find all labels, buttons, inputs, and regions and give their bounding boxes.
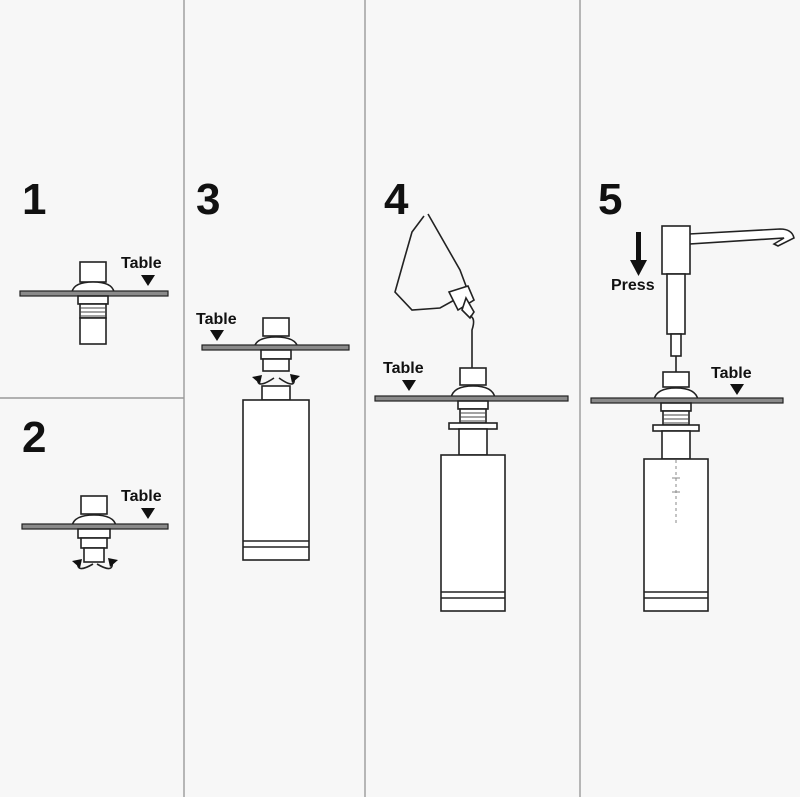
step-1-panel: 1 Table [19,175,169,345]
flange [71,281,115,293]
pointer-triangle-icon [141,508,155,519]
fitting-top [459,367,487,386]
pointer-triangle-icon [210,330,224,341]
pointer-triangle-icon [141,275,155,286]
pointer-triangle-icon [730,384,744,395]
step-1-number: 1 [22,175,46,224]
soap-bottle-icon [643,430,709,612]
step-5-number: 5 [598,175,622,224]
fitting-top [662,371,690,388]
rotate-arrows-icon [252,374,300,385]
step-3-number: 3 [196,175,220,224]
step-4-panel: 4 Table [374,175,569,612]
washer [652,424,700,432]
step-4-number: 4 [384,175,409,224]
step-4-table-label: Table [383,360,424,377]
soap-bottle-icon [440,428,506,612]
refill-bottle [394,213,476,368]
nut [260,349,292,360]
flange [71,514,117,527]
step-5-press-label: Press [611,277,655,294]
nut [77,528,111,539]
step-1-table-label: Table [121,255,162,272]
threaded-shank [262,358,290,372]
flange [450,385,496,399]
lower-tube [79,317,107,345]
nut [77,295,109,305]
washer [448,422,498,430]
down-arrow-icon [630,232,647,276]
fitting-top [79,261,107,283]
fitting-top [262,317,290,337]
step-2-number: 2 [22,413,46,462]
rotate-arrows-icon [72,558,118,570]
pump-head-icon [661,225,795,372]
nut [660,402,692,412]
flange [653,387,699,401]
step-2-table-label: Table [121,488,162,505]
fitting-top [80,495,108,515]
lower-tube [83,547,105,563]
step-3-panel: 3 Table [196,175,350,561]
step-5-table-label: Table [711,365,752,382]
step-5-panel: 5 Press Table [590,175,795,612]
step-2-panel: 2 Table [21,413,169,570]
nut [457,400,489,410]
threaded-shank [80,537,108,549]
step-3-table-label: Table [196,311,237,328]
pointer-triangle-icon [402,380,416,391]
soap-bottle-icon [242,385,310,561]
